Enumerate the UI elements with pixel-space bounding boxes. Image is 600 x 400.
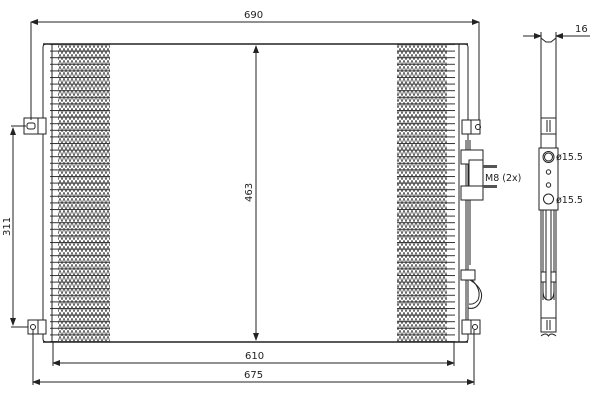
mount-bracket-bottom-right <box>461 319 481 335</box>
port-top-label: ø15.5 <box>556 152 583 163</box>
dimension-core-width <box>52 342 455 366</box>
dim-463-label: 463 <box>244 183 255 202</box>
dimension-mount-spacing <box>10 125 28 328</box>
connector-block <box>460 140 497 320</box>
dim-675-label: 675 <box>244 370 263 381</box>
bolt-label: M8 (2x) <box>485 173 521 184</box>
dimension-mount-width <box>32 330 475 385</box>
mount-bracket-top-right <box>461 119 481 135</box>
dimension-overall-width <box>30 19 480 120</box>
dim-311-label: 311 <box>2 217 13 236</box>
mount-bracket-bottom-left <box>27 319 47 335</box>
mount-bracket-top-left <box>23 117 47 135</box>
dim-690-label: 690 <box>244 10 263 21</box>
dimension-depth <box>523 32 590 42</box>
core-front-view <box>42 43 469 343</box>
port-bottom-label: ø15.5 <box>556 195 583 206</box>
side-view <box>538 36 559 337</box>
dim-610-label: 610 <box>245 351 264 362</box>
dim-16-label: 16 <box>575 24 588 35</box>
